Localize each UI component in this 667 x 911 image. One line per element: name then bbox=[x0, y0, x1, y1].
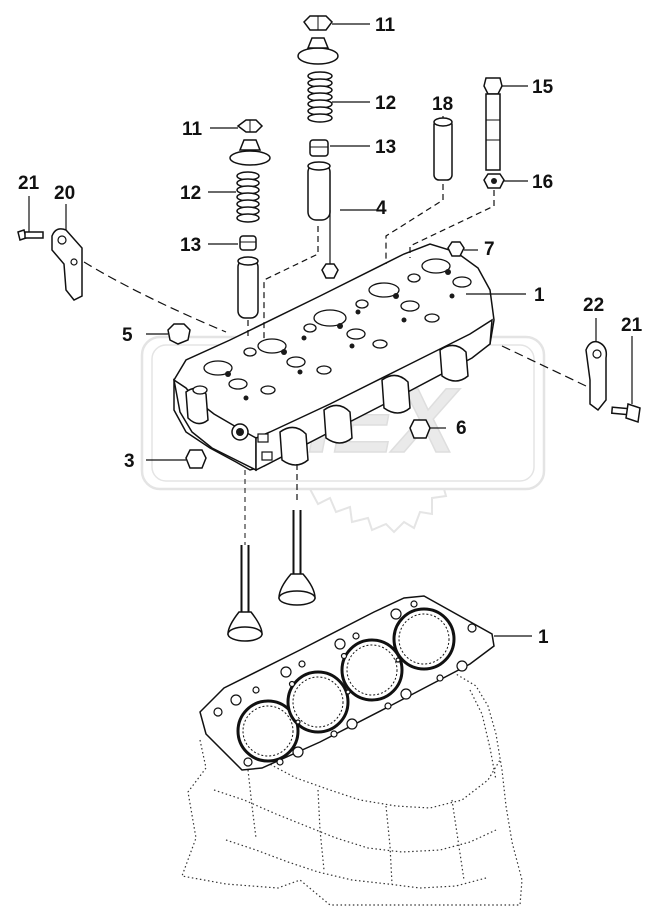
valve-spring-right bbox=[307, 71, 333, 123]
bolt-washer bbox=[483, 173, 505, 189]
plug-6 bbox=[409, 419, 431, 439]
callout-21-left: 21 bbox=[18, 173, 40, 194]
head-bolt bbox=[483, 77, 503, 171]
callout-16: 16 bbox=[532, 172, 553, 193]
valve-guide-right bbox=[307, 161, 331, 221]
valve-keeper-left bbox=[236, 119, 264, 133]
callout-11-top: 11 bbox=[375, 15, 396, 36]
callout-21-right: 21 bbox=[621, 315, 643, 336]
cylinder-head bbox=[172, 243, 495, 472]
bracket-bolt-left bbox=[17, 229, 44, 241]
callout-18: 18 bbox=[432, 94, 453, 115]
gasket-bore-2 bbox=[286, 670, 350, 734]
lifting-bracket-right bbox=[585, 340, 608, 412]
spring-retainer-left bbox=[229, 139, 271, 166]
gasket-bore-3 bbox=[340, 638, 404, 702]
callout-13-left: 13 bbox=[180, 235, 201, 256]
callout-15: 15 bbox=[532, 77, 554, 98]
valve-seal-left bbox=[239, 235, 257, 251]
callout-22: 22 bbox=[583, 295, 604, 316]
valve-keeper-right bbox=[303, 15, 333, 31]
dowel-sleeve bbox=[433, 117, 453, 181]
gasket-bore-4 bbox=[392, 607, 456, 671]
plug-5 bbox=[167, 323, 191, 345]
lifting-bracket-left bbox=[51, 228, 83, 301]
callout-1-head: 1 bbox=[534, 285, 545, 306]
valve-spring-left bbox=[236, 171, 260, 223]
leader-lines bbox=[28, 23, 633, 637]
callout-12-left: 12 bbox=[180, 183, 201, 204]
bracket-bolt-right bbox=[610, 403, 641, 423]
callout-7: 7 bbox=[484, 239, 495, 260]
plug-3 bbox=[185, 449, 207, 469]
callout-5: 5 bbox=[122, 325, 133, 346]
valve-left bbox=[227, 470, 263, 642]
callout-11-left: 11 bbox=[182, 119, 203, 140]
plug-7 bbox=[447, 241, 465, 257]
engine-block-outline bbox=[181, 673, 523, 906]
head-gasket bbox=[199, 595, 495, 771]
callout-1-gasket: 1 bbox=[538, 627, 549, 648]
callout-12-top: 12 bbox=[375, 93, 396, 114]
callout-labels: 11 12 13 15 18 16 11 12 13 21 20 4 7 1 2… bbox=[18, 15, 643, 648]
valve-right bbox=[278, 510, 316, 606]
plug-4 bbox=[321, 263, 339, 279]
spring-retainer-right bbox=[297, 37, 339, 65]
callout-4: 4 bbox=[376, 198, 387, 219]
callout-6: 6 bbox=[456, 418, 467, 439]
callout-3: 3 bbox=[124, 451, 135, 472]
callout-13-top: 13 bbox=[375, 137, 396, 158]
valve-guide-left bbox=[237, 256, 259, 319]
callout-20: 20 bbox=[54, 183, 75, 204]
gasket-bore-1 bbox=[236, 699, 300, 763]
valve-seal-right bbox=[309, 139, 329, 157]
